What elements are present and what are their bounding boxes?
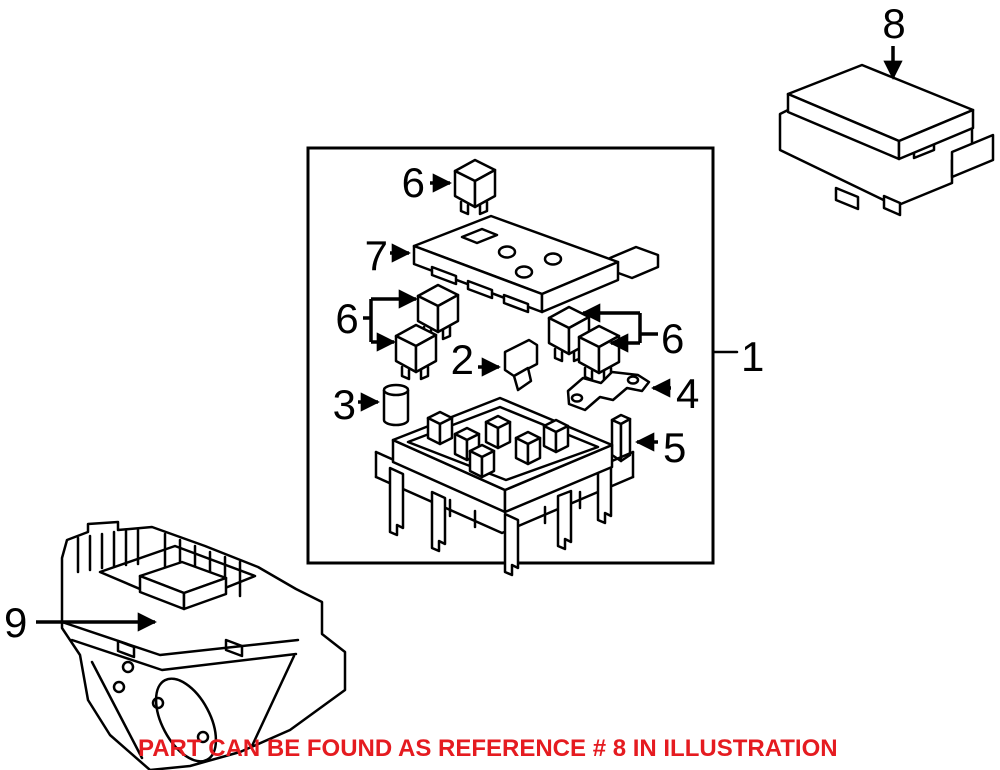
mount-hole bbox=[196, 730, 210, 744]
callout-8-label: 8 bbox=[882, 0, 905, 47]
socket-block bbox=[426, 410, 454, 446]
skirt-lower-edge bbox=[374, 475, 635, 535]
callout-1-label: 1 bbox=[741, 333, 764, 380]
mount-hole bbox=[121, 660, 135, 674]
part-8-upper-cover-drawing bbox=[778, 63, 995, 217]
callout-5-label: 5 bbox=[663, 424, 686, 471]
fuse-block-body-drawing bbox=[374, 396, 635, 577]
ledge-line bbox=[60, 620, 300, 657]
right-face bbox=[540, 260, 620, 314]
top-slot bbox=[460, 227, 499, 245]
socket-block bbox=[542, 418, 570, 454]
slot bbox=[224, 638, 244, 658]
top-hole bbox=[497, 245, 517, 259]
leg bbox=[503, 512, 520, 577]
part-3-cylinder-drawing bbox=[382, 383, 410, 427]
leg bbox=[556, 489, 573, 551]
callout-9-label: 9 bbox=[4, 599, 27, 646]
leg bbox=[388, 466, 405, 537]
part-7-cover-drawing bbox=[412, 214, 660, 314]
socket-block bbox=[484, 414, 512, 450]
inner-box bbox=[138, 560, 228, 611]
bracket-part-6-left bbox=[363, 289, 418, 352]
callout-6-top-label: 6 bbox=[402, 159, 425, 206]
part-9-lower-housing-drawing bbox=[60, 520, 347, 770]
side-tab bbox=[950, 133, 995, 179]
socket-block bbox=[468, 443, 496, 479]
socket-block bbox=[514, 430, 542, 466]
reference-notice-text: PART CAN BE FOUND AS REFERENCE # 8 IN IL… bbox=[138, 735, 838, 762]
leg bbox=[596, 463, 613, 525]
skirt-fold bbox=[90, 660, 144, 760]
mount-hole bbox=[112, 680, 126, 694]
callout-4-label: 4 bbox=[676, 370, 699, 417]
foot bbox=[834, 186, 860, 211]
foot bbox=[882, 194, 902, 217]
callout-6-left-label: 6 bbox=[335, 295, 358, 342]
leg bbox=[430, 490, 447, 553]
edge-notch bbox=[502, 293, 530, 314]
large-opening bbox=[154, 677, 218, 763]
right-face bbox=[897, 108, 975, 161]
callout-7-label: 7 bbox=[365, 232, 388, 279]
mount-hole bbox=[151, 696, 165, 710]
ledge-line bbox=[70, 638, 298, 672]
edge-notch bbox=[430, 265, 458, 286]
part-5-fuse-drawing bbox=[610, 413, 632, 463]
edge-notch bbox=[466, 279, 494, 300]
part-2-clip-drawing bbox=[503, 338, 539, 392]
bracket-part-6-right bbox=[581, 303, 658, 353]
callout-2-label: 2 bbox=[451, 336, 474, 383]
top-hole bbox=[514, 265, 534, 279]
outline bbox=[60, 520, 347, 770]
skirt-fold bbox=[250, 654, 296, 748]
part-4-bracket-drawing bbox=[566, 370, 651, 412]
top-hole bbox=[543, 252, 563, 266]
slot bbox=[116, 639, 136, 659]
callout-6-right-label: 6 bbox=[661, 315, 684, 362]
callout-3-label: 3 bbox=[333, 381, 356, 428]
